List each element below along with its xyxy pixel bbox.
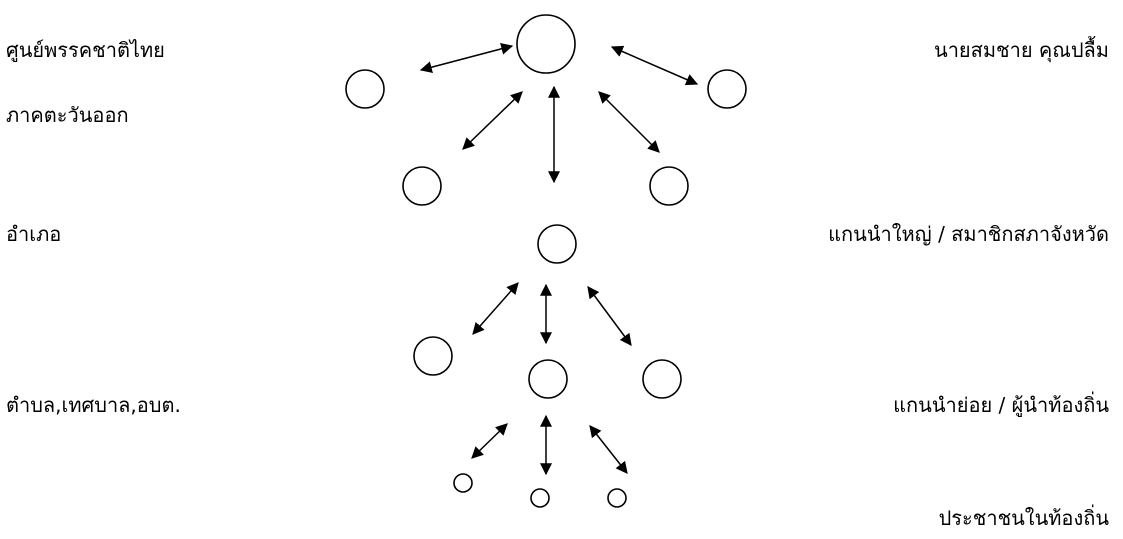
arrow-top-left-center xyxy=(419,42,514,74)
arrow-top-center-right xyxy=(610,45,699,86)
label-leader: นายสมชาย คุณปลื้ม xyxy=(934,38,1109,62)
node-third-left xyxy=(413,336,453,376)
label-district: อำเภอ xyxy=(6,222,62,246)
label-eastern-center-line2: ภาคตะวันออก xyxy=(6,103,129,127)
arrow-lower-to-right xyxy=(589,425,628,474)
label-subdistrict: ตำบล,เทศบาล,อบต. xyxy=(6,393,181,417)
arrow-middle-to-left xyxy=(472,282,519,335)
arrow-top-to-left xyxy=(462,91,523,150)
arrow-top-to-right xyxy=(598,91,660,153)
node-second-center xyxy=(537,224,577,264)
node-third-right xyxy=(642,359,682,399)
label-minor-core-leaders: แกนนำย่อย / ผู้นำท้องถิ่น xyxy=(893,393,1109,417)
node-third-center xyxy=(528,359,568,399)
arrow-lower-to-left xyxy=(471,423,508,459)
node-second-left xyxy=(402,166,442,206)
arrow-middle-to-right xyxy=(587,286,632,346)
node-bottom-center xyxy=(530,488,550,508)
node-top-center xyxy=(516,14,576,74)
label-eastern-center-line1: ศูนย์พรรคชาติไทย xyxy=(6,38,165,62)
label-local-people: ประชาชนในท้องถิ่น xyxy=(938,506,1109,530)
node-second-right xyxy=(649,166,689,206)
label-major-core-leaders: แกนนำใหญ่ / สมาชิกสภาจังหวัด xyxy=(828,222,1109,246)
node-top-left xyxy=(345,69,385,109)
node-bottom-left xyxy=(453,473,473,493)
node-top-right xyxy=(707,69,747,109)
node-bottom-right xyxy=(607,488,627,508)
